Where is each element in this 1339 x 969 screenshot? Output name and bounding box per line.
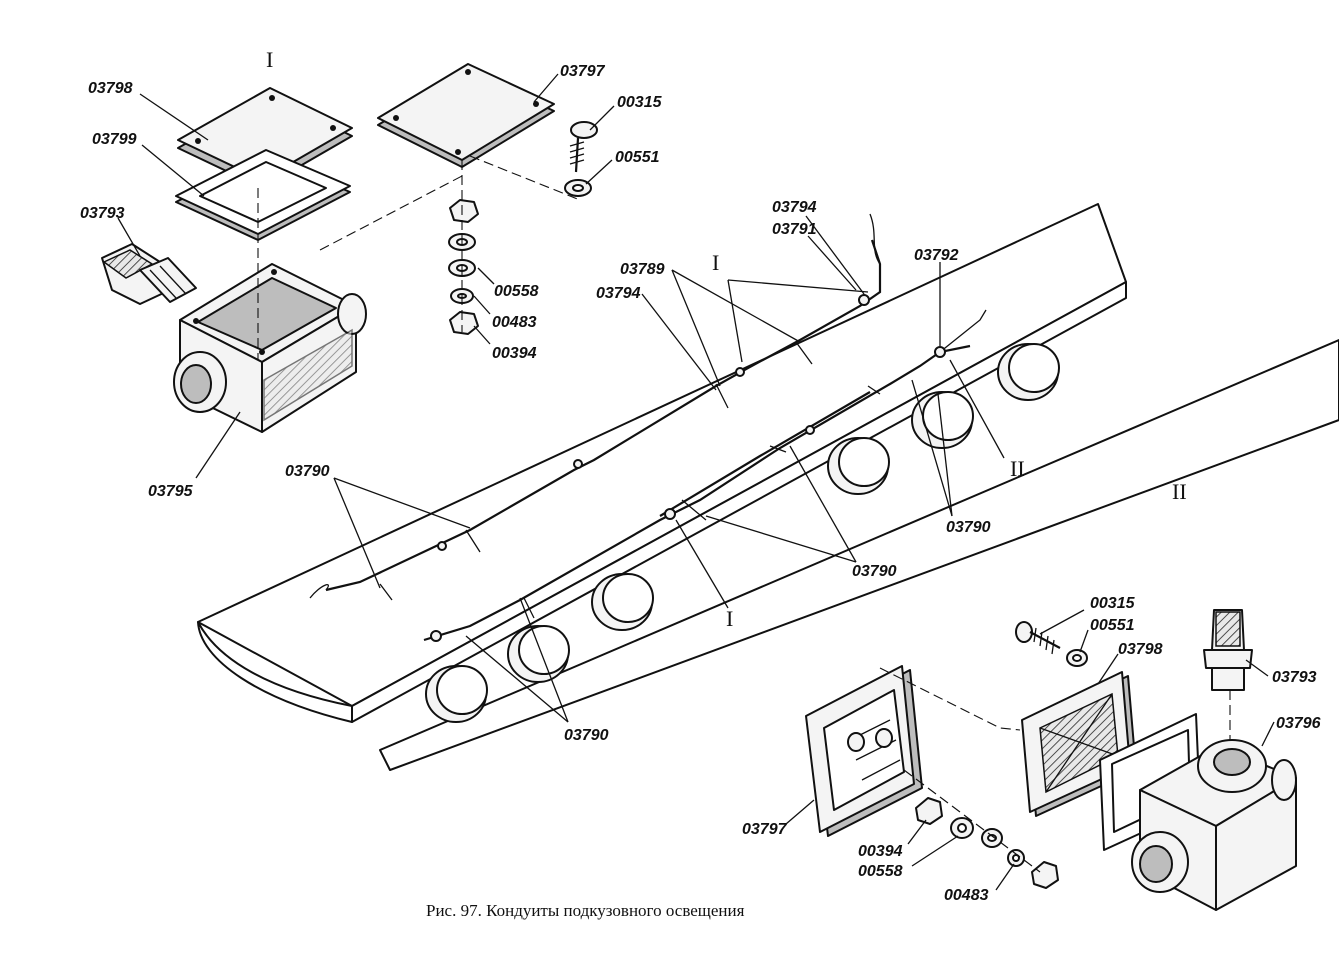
- upper-conduit: [325, 239, 882, 592]
- washer-00551: [564, 179, 592, 197]
- gasket-03799: [175, 149, 351, 241]
- label-03797-a: 03797: [560, 63, 606, 80]
- label-00551-a: 00551: [615, 149, 660, 166]
- label-03794-b: 03794: [596, 285, 641, 302]
- cover-03797-b: [805, 665, 923, 837]
- hardware-stack: [448, 199, 479, 335]
- view-I-assembly: I: [80, 47, 663, 500]
- label-00558-a: 00558: [494, 283, 539, 300]
- label-03798-b: 03798: [1118, 641, 1163, 658]
- screw-00315-b: [1015, 621, 1088, 667]
- label-03793-b: 03793: [1272, 669, 1317, 686]
- junction-box-03796: [1131, 739, 1297, 911]
- label-00483-b: 00483: [944, 887, 989, 904]
- label-03791: 03791: [772, 221, 817, 238]
- label-00551-b: 00551: [1090, 617, 1135, 634]
- label-03797-b: 03797: [742, 821, 788, 838]
- clamp-set: [379, 294, 946, 642]
- fitting-03793: [101, 243, 197, 305]
- label-03790-c: 03790: [852, 563, 897, 580]
- label-00315-a: 00315: [617, 94, 663, 111]
- label-03794-a: 03794: [772, 199, 817, 216]
- hardware-stack-b: [915, 797, 1059, 889]
- label-03792: 03792: [914, 247, 959, 264]
- label-00394-a: 00394: [492, 345, 537, 362]
- view-marker-I: I: [266, 47, 273, 72]
- label-03793-a: 03793: [80, 205, 125, 222]
- label-03798-a: 03798: [88, 80, 133, 97]
- chassis-marker-I-top: I: [712, 250, 719, 275]
- label-03790-a: 03790: [285, 463, 330, 480]
- junction-box-03795: [173, 263, 367, 433]
- fitting-03793-b: [1203, 609, 1253, 691]
- label-03790-b: 03790: [946, 519, 991, 536]
- chassis-marker-I-bottom: I: [726, 606, 733, 631]
- label-00558-b: 00558: [858, 863, 903, 880]
- label-03795: 03795: [148, 483, 194, 500]
- cover-03797: [377, 63, 555, 168]
- screw-00315: [569, 121, 598, 173]
- view-II-assembly: II: [742, 479, 1321, 911]
- lamp-row: [425, 343, 1060, 723]
- lower-conduit: [423, 344, 971, 642]
- cover-03798: [177, 87, 353, 189]
- label-03789: 03789: [620, 261, 665, 278]
- label-03799: 03799: [92, 131, 137, 148]
- figure-caption: Рис. 97. Кондуиты подкузовного освещения: [426, 901, 745, 920]
- label-00394-b: 00394: [858, 843, 903, 860]
- chassis-beam: I I II 03794 03791 03789 03794 03792 037…: [197, 199, 1339, 771]
- label-00315-b: 00315: [1090, 595, 1136, 612]
- view-marker-II: II: [1172, 479, 1187, 504]
- chassis-marker-II: II: [1010, 456, 1025, 481]
- label-00483-a: 00483: [492, 314, 537, 331]
- label-03796: 03796: [1276, 715, 1321, 732]
- label-03790-d: 03790: [564, 727, 609, 744]
